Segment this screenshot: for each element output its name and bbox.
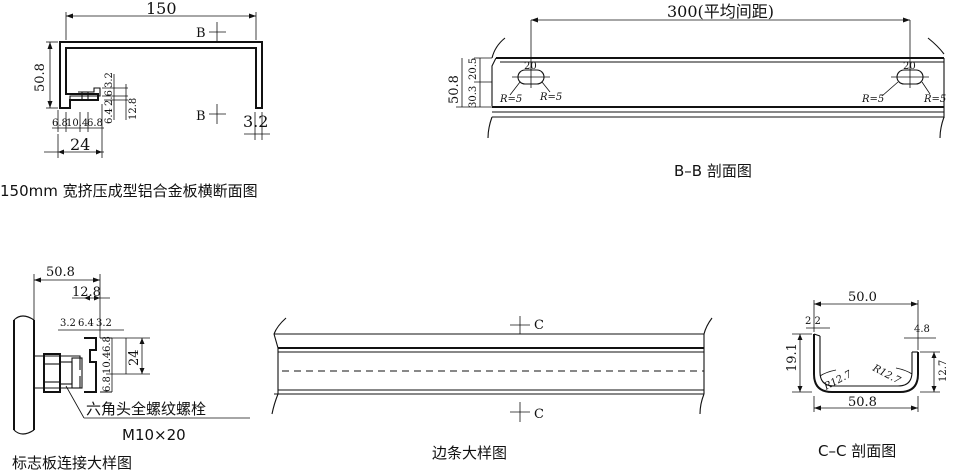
- conn-dim-side-6-8-b: 6.8: [102, 336, 113, 352]
- bolt-spec: M10×20: [122, 426, 186, 444]
- bb-dim-20-right: 20: [903, 61, 916, 72]
- dimension-lip-stack: 3.2 2.6 6.4 12.8: [102, 72, 139, 124]
- cc-r-right: R12.7: [870, 362, 903, 386]
- section-mark-b-bottom: B: [196, 104, 226, 124]
- bb-dim-20-5: 20.5: [468, 58, 479, 80]
- bolt-label: 六角头全螺纹螺栓: [86, 400, 206, 418]
- bb-vertical-dims: 50.8 30.3 20.5: [447, 57, 492, 108]
- dim-height-label: 50.8: [33, 63, 48, 92]
- edge-strip-detail: C C 边条大样图: [271, 316, 713, 462]
- dim-12-8: 12.8: [128, 98, 139, 120]
- cc-r-left: R12.7: [821, 369, 854, 393]
- dim-width-label: 150: [146, 0, 177, 18]
- connection-top-dims: 50.8 12.8 3.2 6.4 3.2: [33, 265, 124, 338]
- dim-bottom-6-8-a: 6.8: [52, 118, 68, 129]
- conn-dim-12-8: 12.8: [72, 285, 101, 300]
- cc-dim-50-8: 50.8: [848, 395, 877, 410]
- dim-24: 24: [70, 135, 90, 154]
- connection-detail: 50.8 12.8 3.2 6.4 3.2 6.8 10.4 6.8 24 六角…: [12, 265, 250, 472]
- cc-dim-50-0: 50.0: [848, 290, 877, 305]
- cc-dim-4-8: 4.8: [914, 324, 930, 335]
- conn-dim-side-6-8-a: 6.8: [102, 376, 113, 392]
- section-cc: 50.0 2 2 4.8 19.1 12.7 50.8 R12.7 R12.7 …: [785, 290, 949, 460]
- dim-3-2-label: 3.2: [243, 112, 268, 131]
- cc-dim-19-1: 19.1: [785, 343, 800, 372]
- bb-slot-left: 20 R=5 R=5: [499, 61, 562, 105]
- section-mark-c-bottom: C: [510, 402, 544, 422]
- dim-bottom-6-8-b: 6.8: [87, 118, 103, 129]
- connection-side-dims: 6.8 10.4 6.8 24: [102, 336, 150, 392]
- edge-strip-drawing: [271, 317, 713, 415]
- bb-r-left-b: R=5: [539, 92, 562, 103]
- cc-dims: 50.0 2 2 4.8 19.1 12.7 50.8 R12.7 R12.7: [785, 290, 949, 412]
- conn-dim-top-6-4: 6.4: [78, 318, 94, 329]
- bb-dim-50-8: 50.8: [447, 75, 462, 104]
- conn-dim-top-3-2-b: 3.2: [96, 318, 112, 329]
- conn-dim-24: 24: [127, 349, 142, 366]
- dimension-height-508: 50.8: [33, 41, 58, 109]
- svg-text:B: B: [196, 26, 206, 41]
- conn-dim-side-10-4: 10.4: [102, 352, 113, 374]
- cross-section-caption: 150mm 宽挤压成型铝合金板横断面图: [0, 182, 258, 200]
- bb-r-right-b: R=5: [923, 94, 946, 105]
- dim-spacing-label: 300(平均间距): [667, 2, 774, 21]
- section-mark-b-top: B: [196, 22, 226, 42]
- bb-slot-right: 20 R=5 R=5: [861, 61, 946, 105]
- section-bb: 300(平均间距) 20 R=5 R=5 20 R=5 R=5: [447, 2, 946, 180]
- bb-r-left-a: R=5: [499, 94, 522, 105]
- section-bb-caption: B–B 剖面图: [674, 162, 752, 180]
- svg-text:C: C: [534, 318, 544, 333]
- connection-caption: 标志板连接大样图: [12, 454, 132, 472]
- connection-drawing: [13, 315, 250, 435]
- edge-strip-caption: 边条大样图: [432, 444, 507, 462]
- conn-dim-top-3-2-a: 3.2: [60, 318, 76, 329]
- panel-profile: [59, 41, 263, 109]
- cc-dim-2-2: 2 2: [805, 316, 821, 327]
- svg-text:C: C: [534, 407, 544, 422]
- panel-cross-section: 150 50.8 3.2 2.6 6.4 12.8 6.8: [0, 0, 270, 200]
- bb-panel-outline: [487, 37, 945, 139]
- svg-text:B: B: [196, 109, 206, 124]
- cc-dim-12-7: 12.7: [938, 360, 949, 382]
- conn-dim-50-8: 50.8: [46, 265, 75, 280]
- section-mark-c-top: C: [510, 316, 544, 334]
- dimension-thickness-3-2: 3.2: [243, 112, 270, 140]
- cc-profile: [813, 333, 919, 393]
- dimension-bottom-stack: 6.8 10.4 6.8 24: [44, 104, 104, 158]
- dimension-width-150: 150: [65, 0, 257, 40]
- dim-lip-6-4: 6.4: [104, 108, 115, 124]
- dim-lip-2-6: 2.6: [104, 90, 115, 106]
- bb-dim-20-left: 20: [524, 61, 537, 72]
- dim-lip-3-2: 3.2: [104, 72, 115, 88]
- bb-dim-30-3: 30.3: [468, 86, 479, 108]
- bb-r-right-a: R=5: [861, 94, 884, 105]
- section-cc-caption: C–C 剖面图: [818, 442, 896, 460]
- dimension-spacing-300: 300(平均间距): [530, 2, 911, 70]
- dim-bottom-10-4: 10.4: [66, 118, 88, 129]
